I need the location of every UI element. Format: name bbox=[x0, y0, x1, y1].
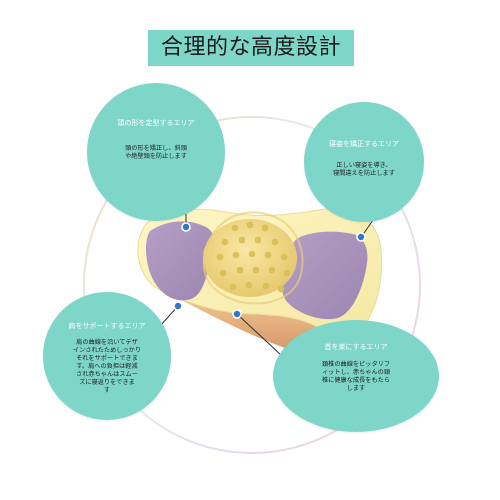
neck-feature-title: 首を楽にするエリア bbox=[324, 343, 388, 351]
head-shape-feature-text: 頭の形を矯正し、斜頭 や絶壁頭を防止します bbox=[125, 145, 187, 160]
background-ring bbox=[83, 116, 421, 454]
posture-feature-bubble: 寝姿を矯正するエリア 正しい寝姿を導き、 寝間違えを防止します bbox=[304, 102, 424, 222]
ventilation-holes bbox=[216, 221, 291, 293]
posture-feature-title: 寝姿を矯正するエリア bbox=[329, 140, 399, 148]
center-head-cradle-outline bbox=[202, 211, 304, 305]
shoulder-feature-text: 肩の曲線を沿いてデザ インされたためしっかり それをサポートできま す。肩への負… bbox=[72, 339, 142, 394]
shoulder-feature-title: 肩をサポートするエリア bbox=[68, 322, 146, 330]
title-banner: 合理的な高度設計 bbox=[148, 30, 354, 66]
shoulder-marker bbox=[173, 301, 183, 311]
neck-feature-bubble: 首を楽にするエリア 頚椎の曲線をピッタリフ ィットし、赤ちゃんの頸 椎に健康な成… bbox=[273, 320, 439, 432]
neck-connector-line bbox=[236, 313, 283, 357]
neck-feature-text: 頚椎の曲線をピッタリフ ィットし、赤ちゃんの頸 椎に健康な成長をもたら します bbox=[321, 361, 391, 392]
shoulder-feature-bubble: 肩をサポートするエリア 肩の曲線を沿いてデザ インされたためしっかり それをサポ… bbox=[43, 292, 171, 420]
head-shape-feature-title: 頭の形を定型するエリア bbox=[117, 119, 195, 127]
neck-marker bbox=[232, 309, 242, 319]
head-shape-feature-bubble: 頭の形を定型するエリア 頭の形を矯正し、斜頭 や絶壁頭を防止します bbox=[87, 83, 225, 221]
posture-feature-text: 正しい寝姿を導き、 寝間違えを防止します bbox=[333, 162, 395, 177]
page-title: 合理的な高度設計 bbox=[160, 35, 341, 60]
right-lavender-panel bbox=[281, 231, 368, 320]
posture-marker bbox=[356, 232, 366, 242]
left-lavender-panel bbox=[145, 221, 216, 301]
center-head-cradle bbox=[203, 219, 297, 297]
head-marker bbox=[181, 222, 191, 232]
